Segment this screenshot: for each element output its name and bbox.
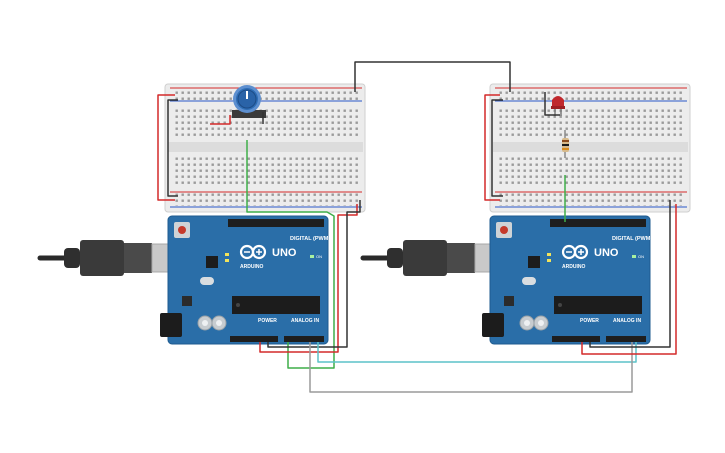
wire-black-left-rail — [167, 99, 178, 197]
reset-button-cap — [500, 226, 508, 234]
analog-header — [606, 336, 646, 342]
wire-black-left-gnd — [267, 200, 361, 348]
wire-black-bridge — [354, 61, 511, 92]
power-label: POWER — [258, 318, 277, 324]
arduino-logo-icon — [239, 244, 267, 260]
power-header — [230, 336, 278, 342]
analog-label: ANALOG IN — [291, 318, 319, 324]
power-jack — [160, 313, 182, 337]
usb-chip — [206, 256, 218, 268]
rx-led — [225, 259, 229, 262]
power-jack — [482, 313, 504, 337]
on-led — [310, 255, 314, 258]
arduino-right[interactable]: DIGITAL (PWM~) UNO ARDUINO ON POWER ANAL… — [360, 215, 656, 345]
center-channel — [493, 142, 688, 152]
wire-black-right-rail — [491, 99, 503, 197]
wire-cyan-serial — [317, 342, 637, 363]
rx-led — [547, 259, 551, 262]
digital-header — [550, 219, 646, 227]
arduino-logo-icon — [561, 244, 589, 260]
wire-red-left-rail — [157, 94, 175, 201]
analog-header — [284, 336, 324, 342]
on-label: ON — [316, 254, 322, 259]
model-label: UNO — [272, 247, 297, 259]
wire-green-pot-wiper — [246, 140, 335, 369]
brand-label: ARDUINO — [562, 264, 585, 270]
digital-label: DIGITAL (PWM~) — [612, 236, 656, 242]
reset-button-cap — [178, 226, 186, 234]
tx-led — [225, 253, 229, 256]
arduino-left[interactable]: DIGITAL (PWM~) UNO ARDUINO ON — [37, 215, 334, 345]
model-label: UNO — [594, 247, 619, 259]
center-channel — [168, 142, 363, 152]
breadboard-left — [164, 83, 366, 213]
usb-chip — [528, 256, 540, 268]
wire-pot-red — [210, 115, 231, 125]
power-label: POWER — [580, 318, 599, 324]
analog-label: ANALOG IN — [613, 318, 641, 324]
crystal-oscillator — [522, 277, 536, 285]
wire-black-right-gnd — [589, 200, 671, 348]
resistor[interactable] — [562, 130, 569, 158]
on-led — [632, 255, 636, 258]
power-header — [552, 336, 600, 342]
digital-header — [228, 219, 324, 227]
crystal-oscillator — [200, 277, 214, 285]
potentiometer[interactable] — [232, 85, 266, 118]
wire-red-right-5v — [581, 204, 677, 355]
wire-gray-serial — [309, 342, 633, 393]
atmega-chip — [554, 296, 642, 314]
brand-label: ARDUINO — [240, 264, 263, 270]
voltage-regulator — [182, 296, 192, 306]
wire-red-left-5v — [259, 204, 358, 353]
voltage-regulator — [504, 296, 514, 306]
led[interactable] — [551, 96, 565, 116]
on-label: ON — [638, 254, 644, 259]
digital-label: DIGITAL (PWM~) — [290, 236, 334, 242]
wire-red-right-rail — [484, 94, 500, 201]
wire-black-led — [544, 92, 560, 116]
breadboard-right — [489, 83, 691, 213]
atmega-chip — [232, 296, 320, 314]
wires — [157, 61, 677, 393]
tx-led — [547, 253, 551, 256]
